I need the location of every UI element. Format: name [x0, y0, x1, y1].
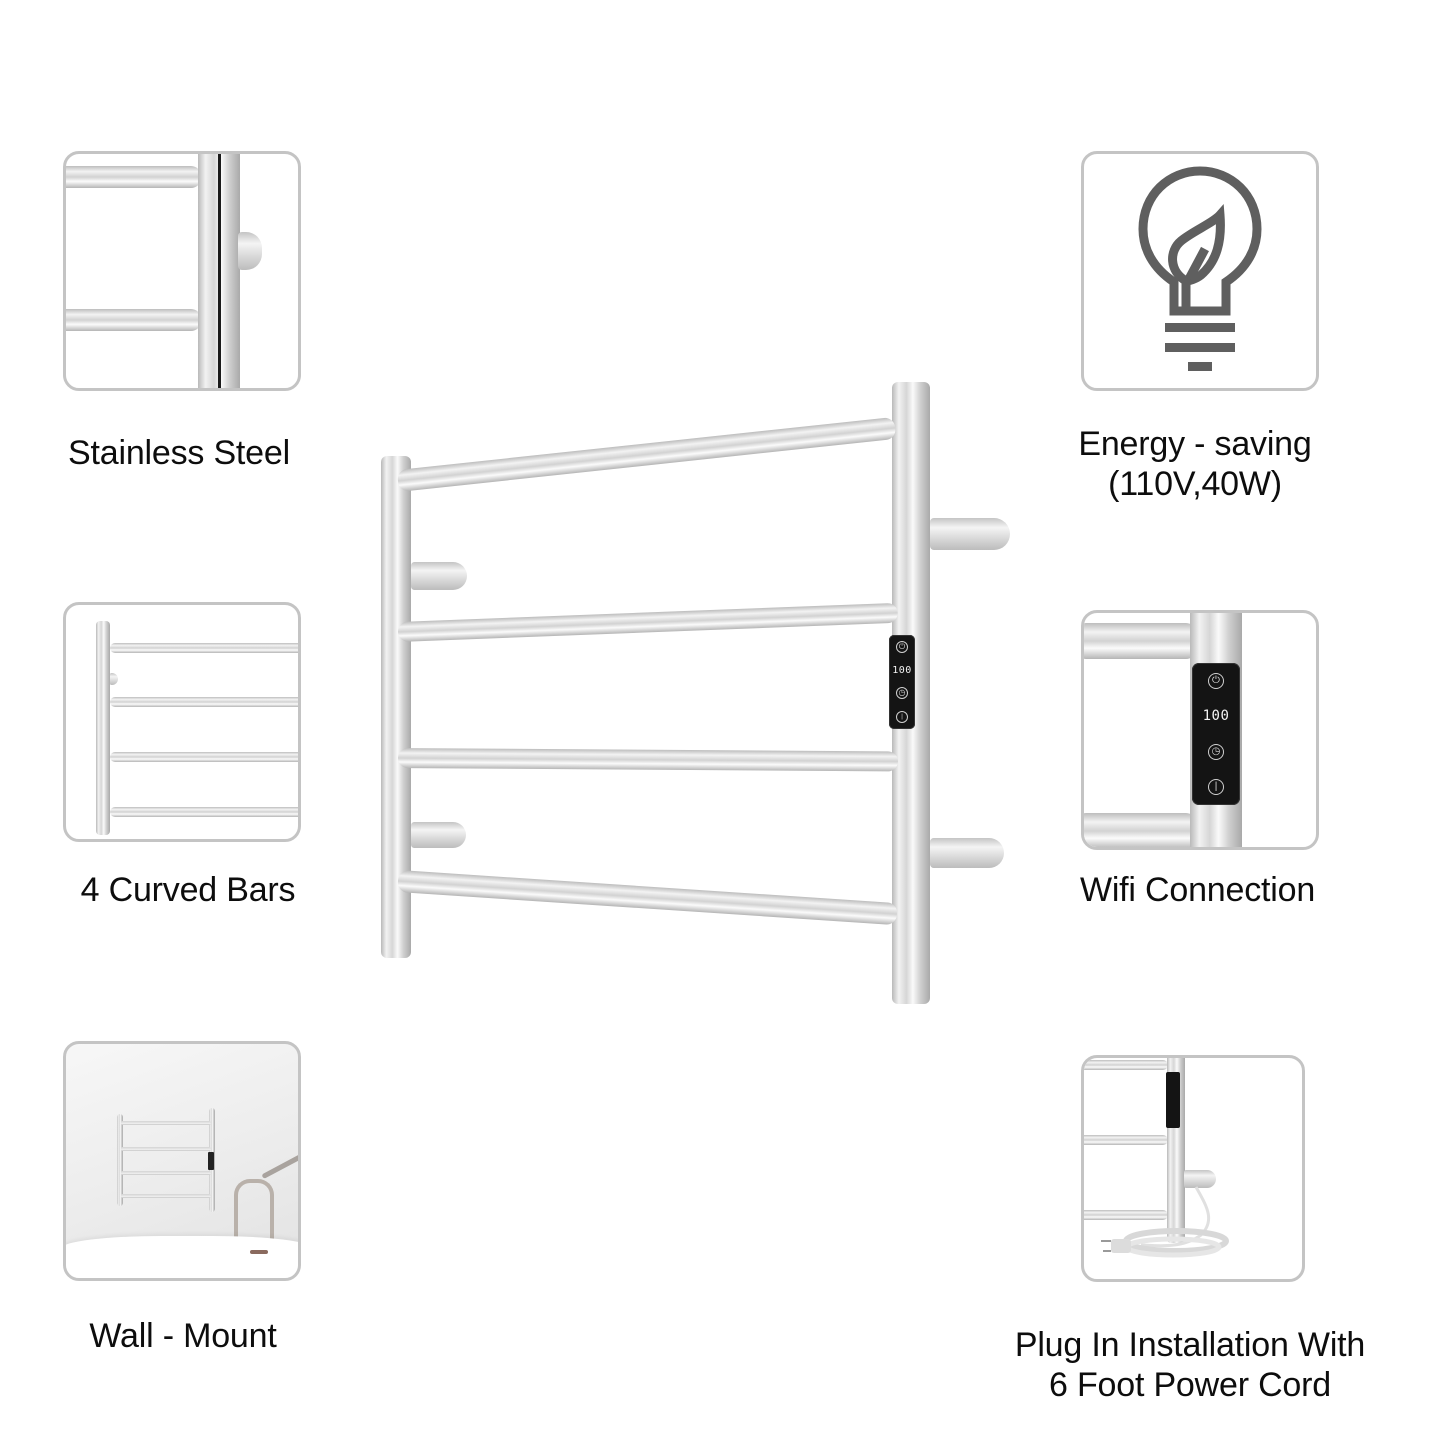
wall-mount-label: Wall - Mount: [63, 1316, 303, 1356]
wall-peg: [238, 232, 262, 270]
label-text-line1: Plug In Installation With: [1014, 1326, 1366, 1364]
energy-saving-label: Energy - saving (110V,40W): [1060, 424, 1330, 504]
rail-bar: [1084, 1135, 1168, 1145]
mini-rack-upright-left: [117, 1114, 123, 1206]
rail-bar: [1084, 1060, 1168, 1070]
wifi-connection-card: ⏻ 100 ◷ |: [1081, 610, 1319, 850]
thermometer-icon[interactable]: |: [1208, 779, 1224, 796]
control-panel-mini: [1166, 1072, 1180, 1128]
power-icon[interactable]: ⏻: [896, 640, 908, 653]
wifi-connection-label: Wifi Connection: [1060, 870, 1335, 910]
rail-bar: [66, 309, 201, 331]
curved-bars-card: [63, 602, 301, 842]
temperature-display: 100: [1202, 708, 1230, 725]
label-text-line1: Energy - saving: [1078, 425, 1312, 463]
rail-bar: [1084, 1210, 1168, 1220]
mini-control-panel: [208, 1152, 214, 1170]
rack-bar-3: [110, 752, 298, 762]
towel-bar-2: [397, 602, 899, 642]
towel-bar-1: [396, 416, 897, 492]
rail-edge-line: [218, 154, 221, 388]
towel-bar-3: [397, 748, 899, 772]
clock-icon[interactable]: ◷: [896, 687, 908, 700]
faucet-icon: [234, 1179, 274, 1239]
stainless-steel-card: [63, 151, 301, 391]
plug-in-card: [1081, 1055, 1305, 1282]
mini-rack-bar: [121, 1171, 211, 1175]
wall-peg-right-top: [930, 518, 1010, 550]
rack-bar-4: [110, 807, 298, 817]
mini-rack-bar: [121, 1147, 211, 1151]
towel-bar-4: [397, 870, 898, 926]
thermometer-icon[interactable]: |: [896, 711, 908, 724]
wall-peg: [1184, 1170, 1216, 1188]
label-text-line2: (110V,40W): [1108, 465, 1282, 503]
wall-peg-left-top: [411, 562, 467, 590]
label-text: Wifi Connection: [1079, 871, 1316, 909]
clock-icon[interactable]: ◷: [1208, 743, 1224, 760]
control-panel: ⏻ 100 ◷ |: [889, 635, 915, 729]
power-icon[interactable]: ⏻: [1208, 672, 1224, 689]
wall-peg-right-bottom: [930, 838, 1004, 868]
bathtub: [66, 1236, 298, 1278]
control-panel-closeup: ⏻ 100 ◷ |: [1192, 663, 1240, 805]
rail-bar: [66, 166, 201, 188]
label-text: Stainless Steel: [68, 434, 290, 472]
rail-bar: [1084, 623, 1196, 659]
energy-saving-card: [1081, 151, 1319, 391]
power-cord-icon: [1101, 1186, 1229, 1258]
plug-icon: [1111, 1239, 1131, 1253]
stainless-steel-label: Stainless Steel: [63, 433, 295, 473]
temperature-display: 100: [892, 664, 912, 676]
wall-mount-card: [63, 1041, 301, 1281]
rack-upright: [96, 621, 110, 835]
mini-rack-bar: [121, 1121, 211, 1125]
plug-in-label: Plug In Installation With 6 Foot Power C…: [985, 1325, 1395, 1405]
towel-warmer-product: ⏻ 100 ◷ |: [370, 370, 1030, 1020]
mini-rack-bar: [121, 1194, 211, 1198]
rack-bar-2: [110, 697, 298, 707]
label-text: 4 Curved Bars: [80, 871, 296, 909]
curved-bars-label: 4 Curved Bars: [63, 870, 313, 910]
wall-peg: [110, 673, 118, 685]
wall-peg-left-bottom: [411, 822, 466, 848]
hand-shower-icon: [261, 1153, 298, 1180]
label-text-line2: 6 Foot Power Cord: [1049, 1366, 1331, 1404]
rack-bar-1: [110, 643, 298, 653]
label-text: Wall - Mount: [89, 1317, 277, 1355]
tub-drain-icon: [250, 1250, 268, 1254]
lightbulb-leaf-icon: [1138, 166, 1262, 371]
rail-bar: [1084, 813, 1196, 847]
